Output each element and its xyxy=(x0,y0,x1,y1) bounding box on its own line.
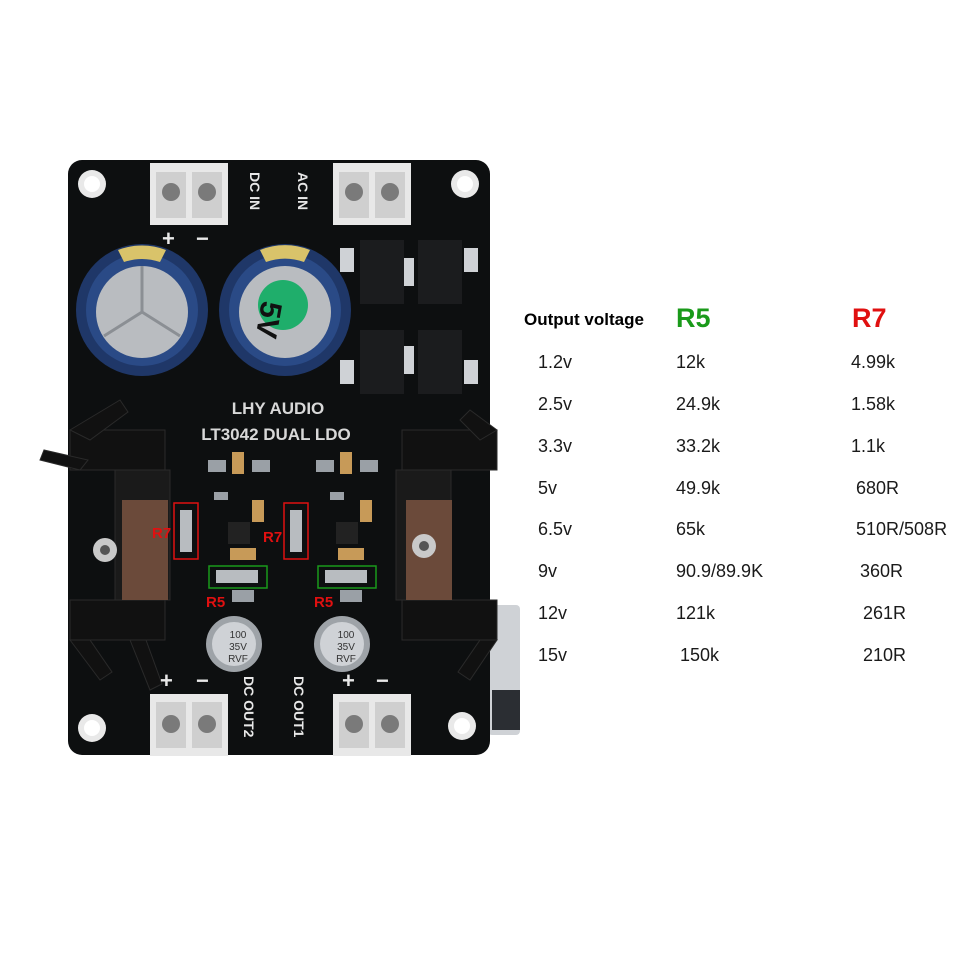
small-capacitor-left xyxy=(206,616,262,672)
side-connector-dark xyxy=(492,690,520,730)
terminal-dc-in xyxy=(150,163,228,225)
small-capacitor-right xyxy=(314,616,370,672)
dc-in-minus: − xyxy=(196,226,209,251)
mounting-holes xyxy=(78,170,479,742)
regulator-left xyxy=(93,500,168,600)
board-brand: LHY AUDIO xyxy=(232,399,325,418)
terminal-dc-out1 xyxy=(333,694,411,756)
small-cap-right-line1: 100 xyxy=(338,630,355,641)
terminal-ac-in xyxy=(333,163,411,225)
dc-out1-minus: − xyxy=(376,668,389,693)
dc-in-plus: + xyxy=(162,226,175,251)
regulator-right xyxy=(406,500,452,600)
r5-highlight-right xyxy=(317,565,377,589)
dc-out2-label: DC OUT2 xyxy=(241,676,257,738)
dc-in-label: DC IN xyxy=(247,172,263,210)
r7-highlight-left xyxy=(173,502,199,560)
big-capacitor-right xyxy=(219,244,351,376)
r5-tag-right: R5 xyxy=(314,594,333,611)
r7-tag-left: R7 xyxy=(152,525,171,542)
ac-in-label: AC IN xyxy=(295,172,311,210)
small-cap-left-line3: RVF xyxy=(228,654,248,665)
small-cap-left-line2: 35V xyxy=(229,642,247,653)
terminal-dc-out2 xyxy=(150,694,228,756)
small-cap-right-line3: RVF xyxy=(336,654,356,665)
big-capacitor-left xyxy=(76,244,208,376)
board-model: LT3042 DUAL LDO xyxy=(201,425,351,444)
smd-components xyxy=(208,452,378,602)
cap-voltage-mark: 5V xyxy=(249,299,288,341)
dc-out2-plus: + xyxy=(160,668,173,693)
r5-highlight-left xyxy=(208,565,268,589)
dc-out2-minus: − xyxy=(196,668,209,693)
small-cap-right-line2: 35V xyxy=(337,642,355,653)
rectifier-diodes xyxy=(340,240,478,394)
dc-out1-label: DC OUT1 xyxy=(291,676,307,738)
dc-out1-plus: + xyxy=(342,668,355,693)
r7-tag-right: R7 xyxy=(263,529,282,546)
r7-highlight-right xyxy=(283,502,309,560)
small-cap-left-line1: 100 xyxy=(230,630,247,641)
r5-tag-left: R5 xyxy=(206,594,225,611)
